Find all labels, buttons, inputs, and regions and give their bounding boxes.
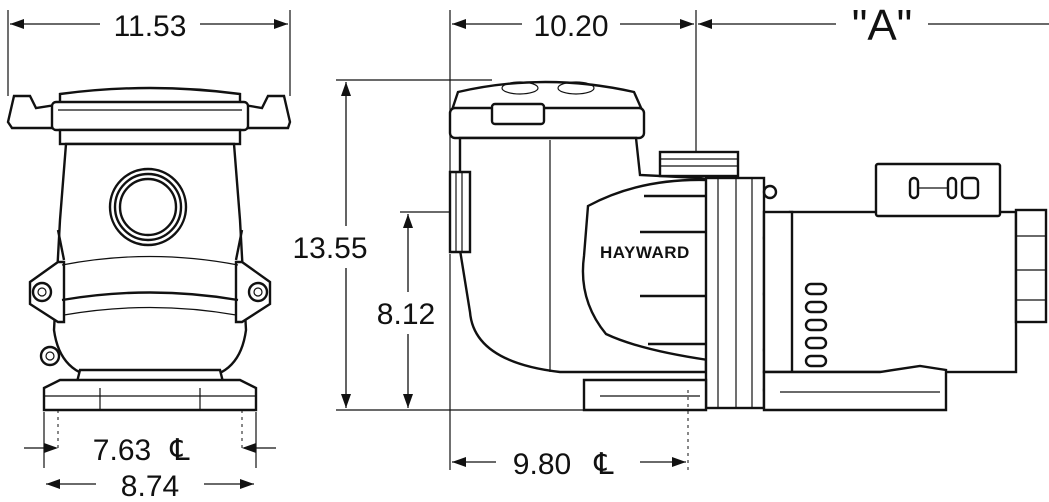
centerline-symbol-side: ℄ (593, 448, 613, 481)
dim-side-port-height: 8.12 (377, 211, 450, 408)
brand-label: HAYWARD (600, 243, 690, 262)
dim-label-10-20: 10.20 (533, 10, 608, 43)
front-view (6, 86, 292, 412)
dim-label-8-74: 8.74 (121, 470, 179, 502)
centerline-symbol-front: ℄ (169, 434, 189, 467)
dim-label-13-55: 13.55 (292, 232, 367, 265)
dim-front-base-centerline: 7.63 ℄ (24, 410, 276, 468)
dim-label-8-12: 8.12 (377, 298, 435, 331)
dim-front-top-width: 11.53 (7, 10, 291, 96)
side-view: HAYWARD (448, 80, 1048, 412)
dim-side-motor-length: "A" (698, 1, 1049, 50)
dim-side-total-height: 13.55 (292, 79, 584, 411)
dim-side-centerline: 9.80 ℄ (449, 254, 689, 481)
dim-label-9-80: 9.80 (513, 448, 571, 481)
dim-side-body-width: 10.20 (449, 10, 697, 172)
dim-label-11-53: 11.53 (114, 10, 187, 43)
dim-label-7-63: 7.63 (93, 434, 151, 467)
dim-front-base-width: 8.74 (46, 470, 254, 502)
dim-label-a: "A" (852, 1, 913, 50)
